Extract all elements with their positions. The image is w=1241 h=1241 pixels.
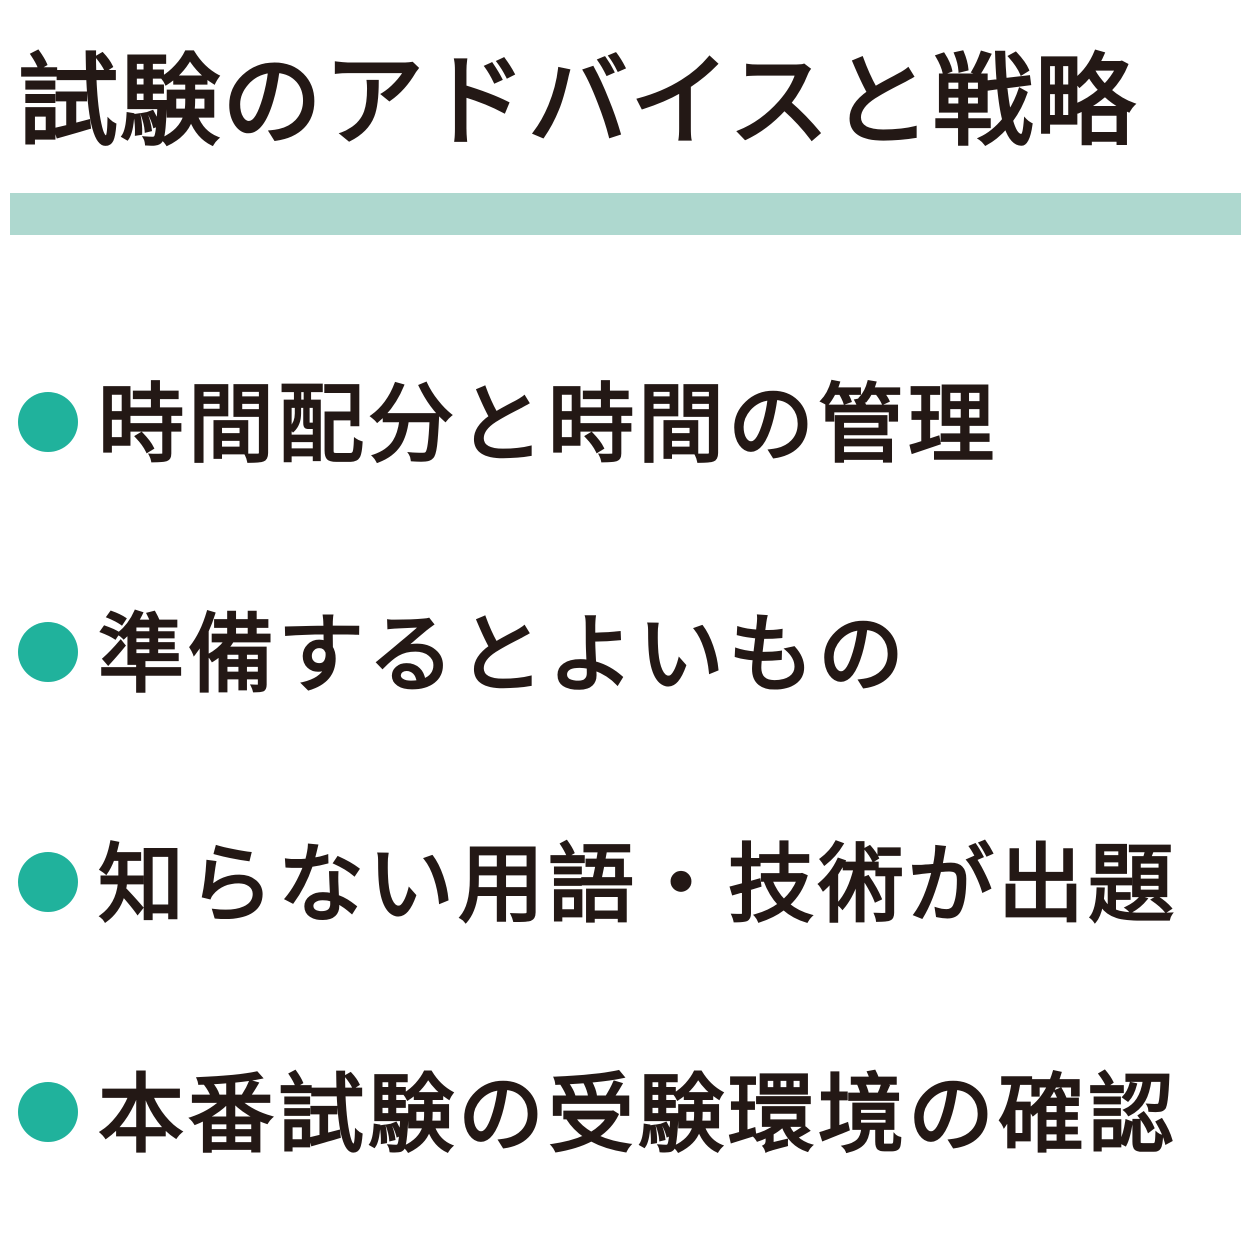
- list-item: 時間配分と時間の管理: [0, 370, 1241, 480]
- list-item: 本番試験の受験環境の確認: [0, 1060, 1241, 1170]
- bullet-dot-icon: [18, 392, 78, 452]
- title-underline-bar: [10, 193, 1241, 235]
- list-item: 知らない用語・技術が出題: [0, 830, 1241, 940]
- list-item-label: 時間配分と時間の管理: [98, 375, 998, 475]
- bullet-dot-icon: [18, 622, 78, 682]
- bullet-dot-icon: [18, 852, 78, 912]
- list-item-label: 準備するとよいもの: [98, 605, 908, 705]
- page-title: 試験のアドバイスと戦略: [18, 43, 1137, 160]
- bullet-dot-icon: [18, 1082, 78, 1142]
- list-item-label: 知らない用語・技術が出題: [98, 835, 1178, 935]
- list-item-label: 本番試験の受験環境の確認: [98, 1065, 1178, 1165]
- list-item: 準備するとよいもの: [0, 600, 1241, 710]
